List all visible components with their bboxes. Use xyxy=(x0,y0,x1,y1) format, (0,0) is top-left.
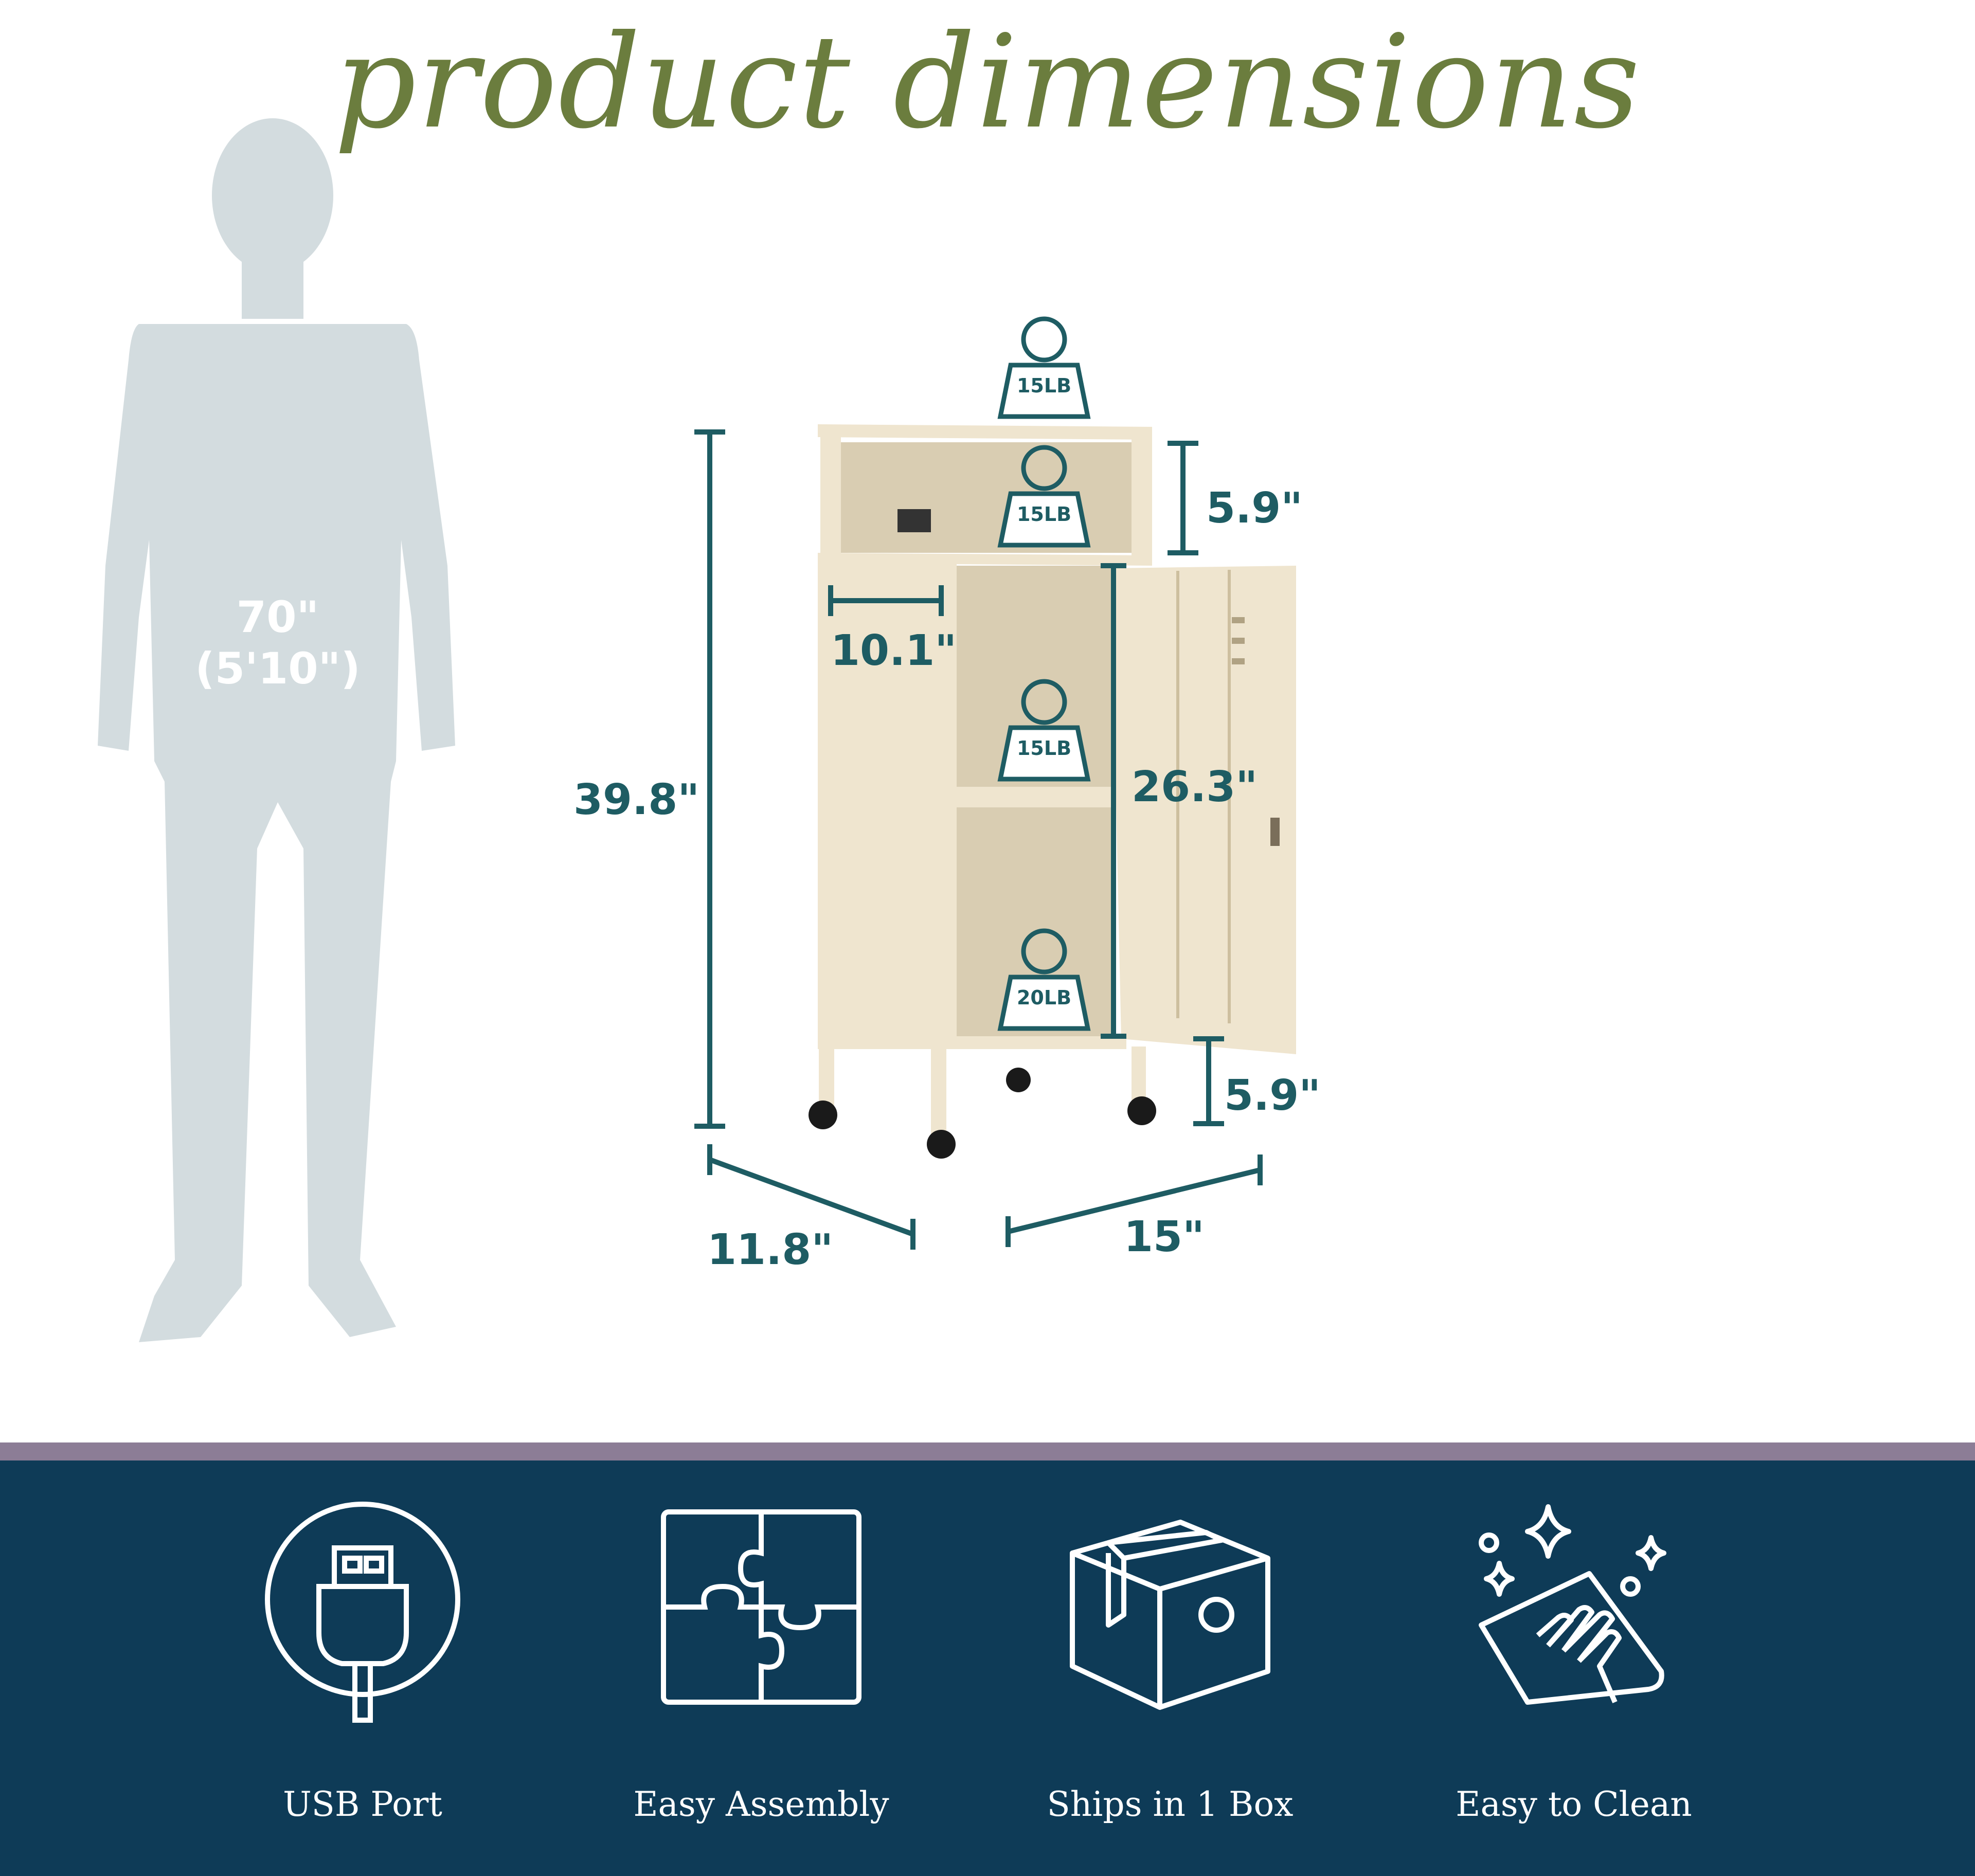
feature-easy-to-clean: Easy to Clean xyxy=(1420,1496,1728,1826)
person-height-label: 70" (5'10") xyxy=(170,591,386,694)
dim-interior-width: 10.1" xyxy=(831,626,957,675)
dimension-illustration xyxy=(98,118,1296,1342)
feature-label-assembly: Easy Assembly xyxy=(633,1784,889,1824)
person-height-inches: 70" xyxy=(236,592,319,642)
feature-usb-port: USB Port xyxy=(208,1496,517,1826)
dim-total-height: 39.8" xyxy=(573,775,700,824)
weight-label-bottom-shelf: 20LB xyxy=(1016,986,1072,1009)
dim-top-opening: 5.9" xyxy=(1206,484,1303,533)
weight-label-top-shelf: 15LB xyxy=(1016,503,1072,526)
page-title: product dimensions xyxy=(334,7,1641,157)
puzzle-icon xyxy=(661,1509,861,1705)
feature-label-box: Ships in 1 Box xyxy=(1047,1784,1294,1824)
dim-door-height: 26.3" xyxy=(1132,763,1258,811)
dim-depth: 11.8" xyxy=(707,1225,834,1274)
dimension-lines xyxy=(694,429,1263,1250)
box-icon xyxy=(1070,1520,1270,1710)
person-height-feet: (5'10") xyxy=(195,643,361,694)
features-banner xyxy=(0,1460,1975,1876)
usb-icon xyxy=(265,1502,460,1723)
dim-width: 15" xyxy=(1124,1213,1205,1261)
cleaning-hand-icon xyxy=(1479,1504,1666,1705)
weight-icons xyxy=(997,316,1091,1031)
weight-label-top: 15LB xyxy=(1016,374,1072,397)
banner-accent-strip xyxy=(0,1442,1975,1460)
feature-ships-in-1-box: Ships in 1 Box xyxy=(1016,1496,1324,1826)
person-silhouette xyxy=(98,118,455,1342)
feature-label-clean: Easy to Clean xyxy=(1456,1784,1692,1824)
dim-leg-height: 5.9" xyxy=(1224,1071,1321,1120)
feature-easy-assembly: Easy Assembly xyxy=(607,1496,915,1826)
feature-label-usb: USB Port xyxy=(283,1784,442,1824)
weight-label-middle-shelf: 15LB xyxy=(1016,737,1072,760)
